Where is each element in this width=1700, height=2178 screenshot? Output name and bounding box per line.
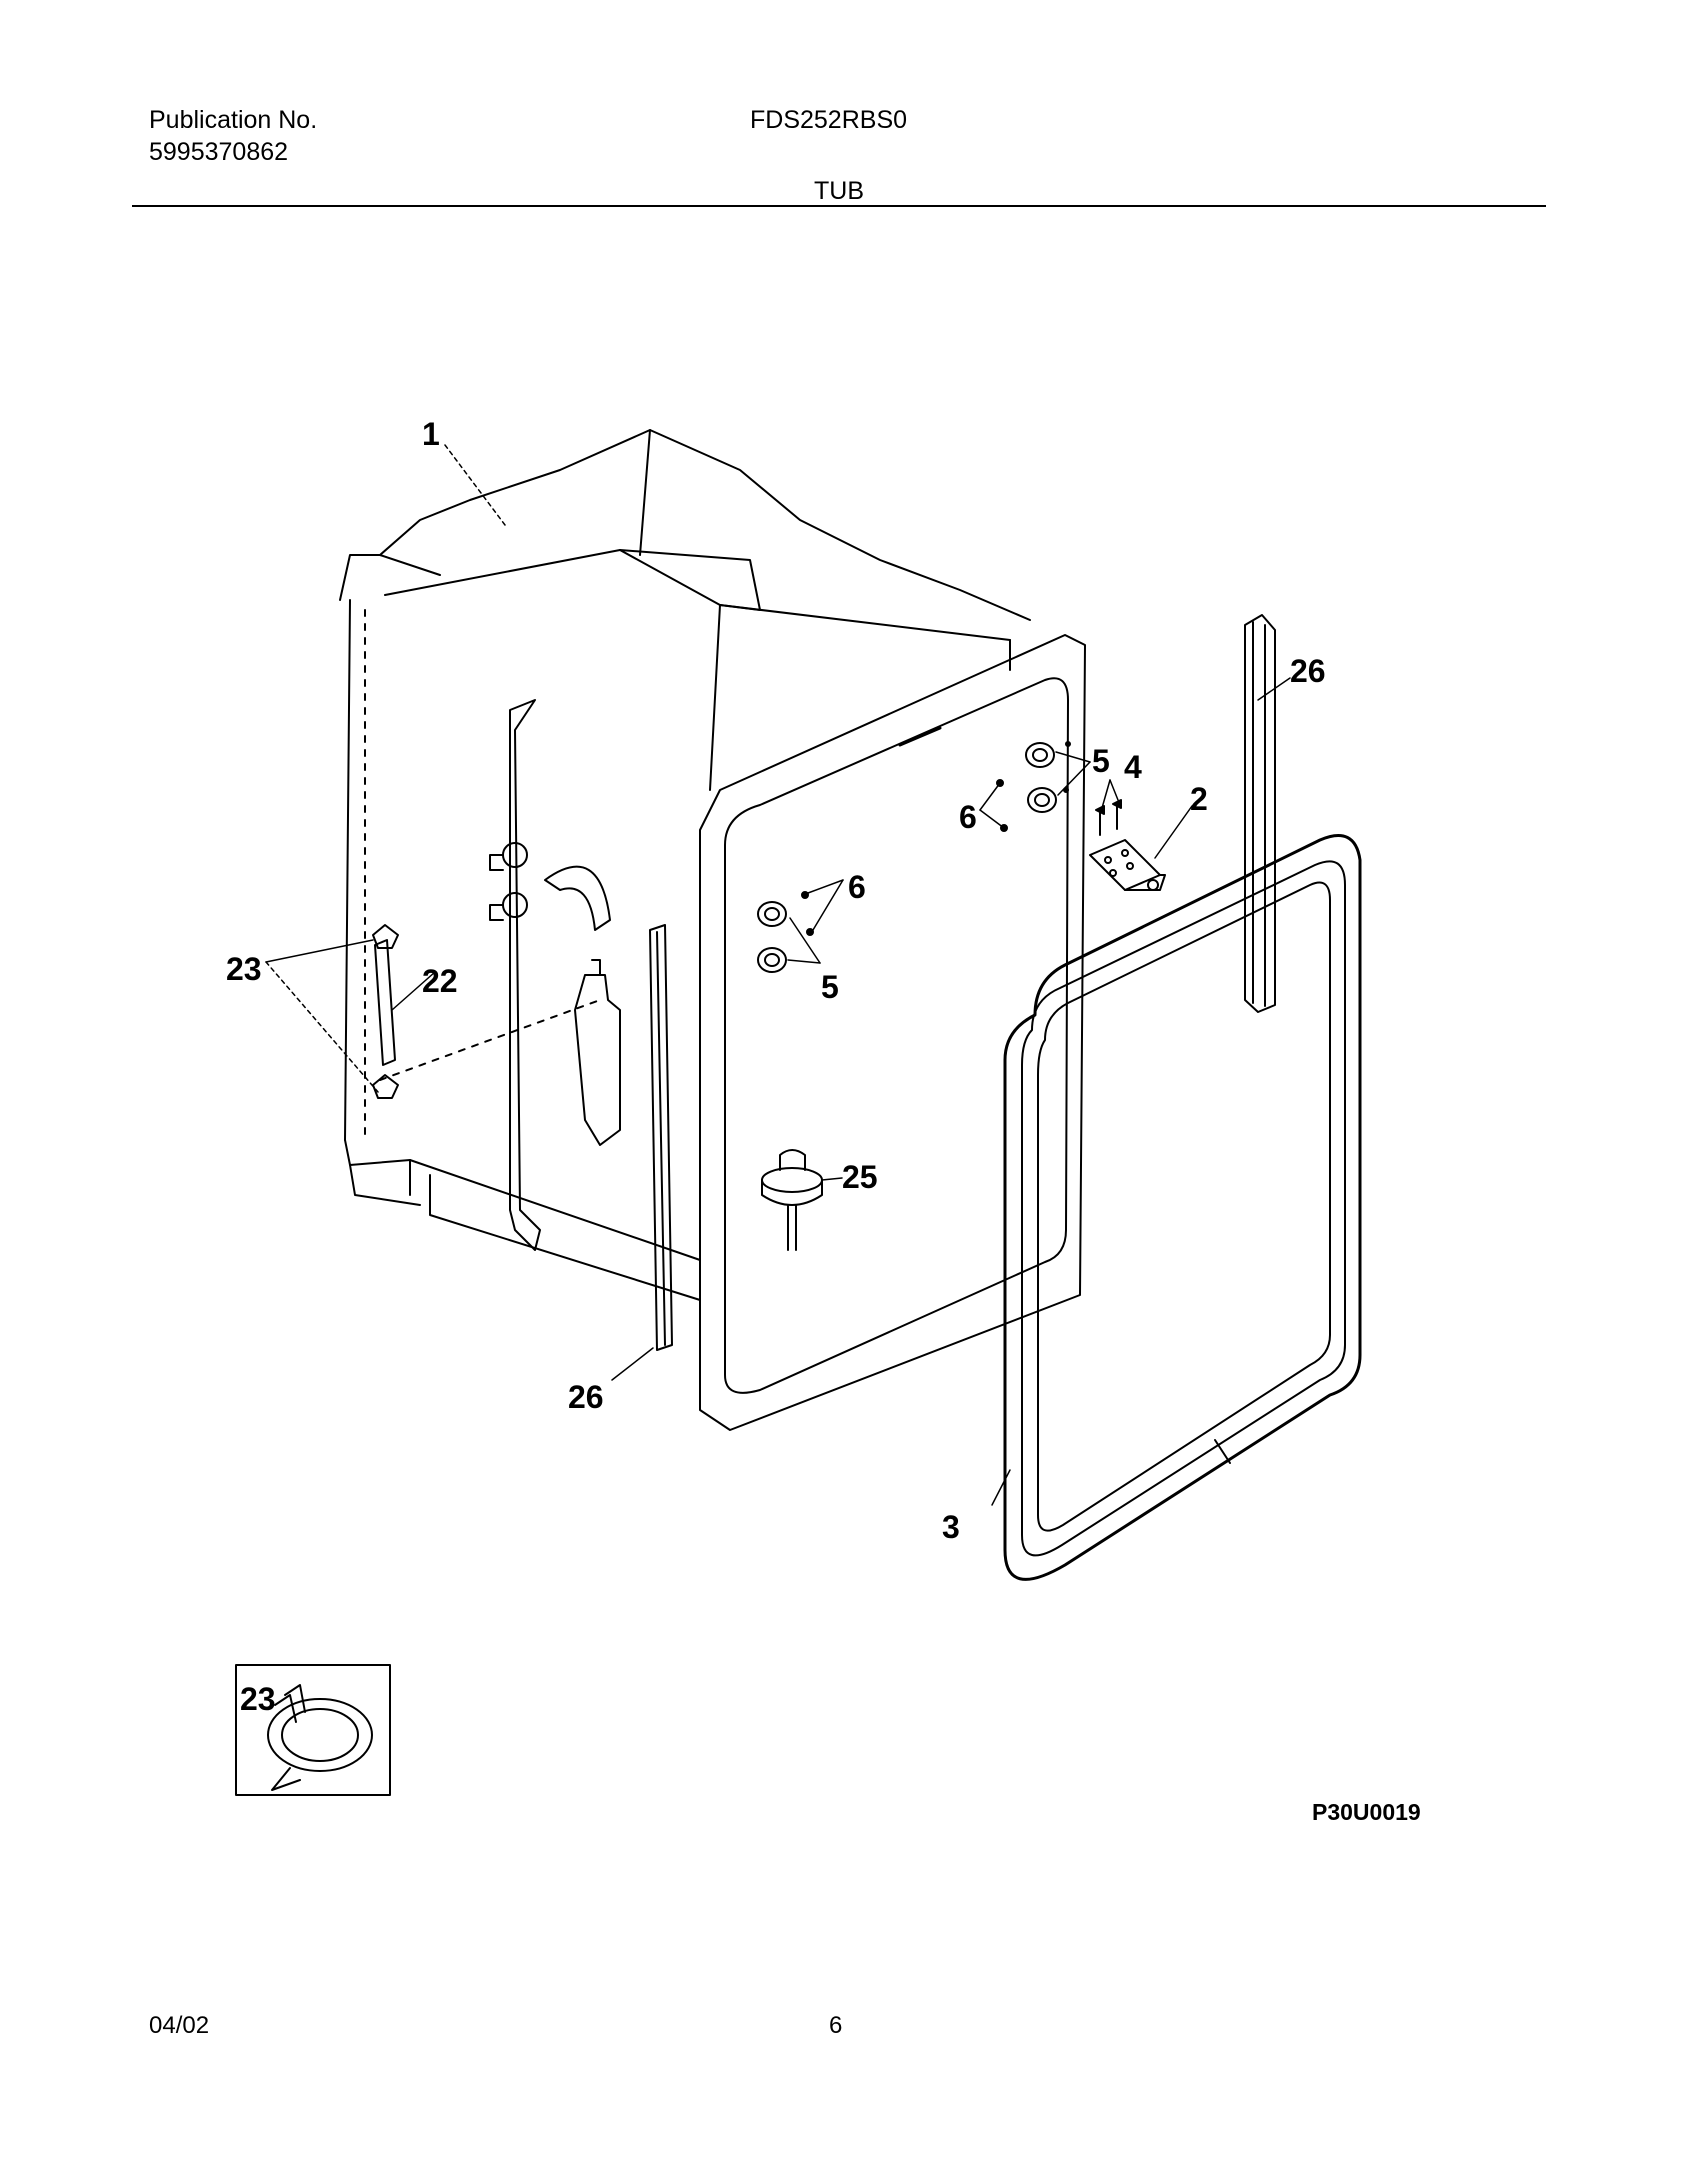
callout-labels: 1 2 3 4 5 5 6 6 22 23 25 26 26 23 P30U00… — [226, 416, 1421, 1825]
callout-26-right: 26 — [1290, 653, 1326, 689]
section-title: TUB — [814, 177, 864, 205]
right-side-strip — [1244, 614, 1276, 1013]
tub-fittings — [489, 842, 621, 1146]
clamp-detail-inset — [235, 1664, 391, 1796]
callout-6-left: 6 — [848, 869, 866, 905]
callout-6-upper: 6 — [959, 799, 977, 835]
model-number: FDS252RBS0 — [750, 106, 908, 134]
tub-body — [339, 429, 1031, 1331]
callout-2: 2 — [1190, 781, 1208, 817]
callout-23: 23 — [226, 951, 262, 987]
callout-4: 4 — [1124, 749, 1142, 785]
callout-5-left: 5 — [821, 969, 839, 1005]
page-number: 6 — [829, 2012, 843, 2039]
door-gasket — [1003, 834, 1362, 1581]
callout-26-left: 26 — [568, 1379, 604, 1415]
header-rule — [132, 205, 1546, 207]
left-grommets — [757, 891, 814, 973]
callout-5-upper: 5 — [1092, 743, 1110, 779]
footer-date: 04/02 — [149, 2012, 210, 2039]
leader-lines — [265, 444, 1291, 1506]
bracket-screws — [1095, 799, 1122, 836]
upper-right-grommets — [996, 741, 1071, 832]
callout-3: 3 — [942, 1509, 960, 1545]
publication-label: Publication No. — [149, 106, 318, 134]
hinge-bracket — [1089, 839, 1166, 891]
callout-25: 25 — [842, 1159, 878, 1195]
callout-22: 22 — [422, 963, 458, 999]
left-side-strip — [649, 924, 673, 1351]
hose-and-clamps — [372, 924, 399, 1099]
float-switch — [761, 1149, 823, 1251]
tub-front-flange — [699, 634, 1086, 1431]
drawing-code: P30U0019 — [1312, 1799, 1421, 1825]
inset-callout-23: 23 — [240, 1681, 276, 1717]
callout-1: 1 — [422, 416, 440, 452]
publication-number: 5995370862 — [149, 138, 289, 166]
